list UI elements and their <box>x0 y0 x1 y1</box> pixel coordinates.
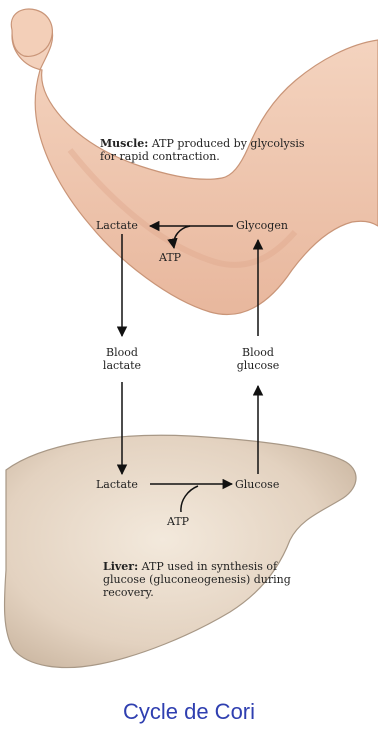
muscle-lactate-label: Lactate <box>96 219 138 232</box>
liver-atp-label: ATP <box>167 515 189 528</box>
liver-glucose-label: Glucose <box>235 478 279 491</box>
liver-caption-bold: Liver: <box>103 560 138 573</box>
liver-shape <box>4 435 356 667</box>
liver-illustration <box>4 435 356 667</box>
blood-glucose-line1: Blood <box>228 346 288 359</box>
blood-glucose-label: Blood glucose <box>228 346 288 372</box>
muscle-atp-label: ATP <box>159 251 181 264</box>
forearm-and-upper-arm <box>12 15 378 314</box>
blood-lactate-line2: lactate <box>92 359 152 372</box>
diagram-caption: Cycle de Cori <box>0 699 378 725</box>
muscle-caption: Muscle: ATP produced by glycolysis for r… <box>100 137 315 163</box>
blood-glucose-line2: glucose <box>228 359 288 372</box>
liver-lactate-label: Lactate <box>96 478 138 491</box>
blood-lactate-label: Blood lactate <box>92 346 152 372</box>
liver-caption: Liver: ATP used in synthesis of glucose … <box>103 560 318 599</box>
blood-lactate-line1: Blood <box>92 346 152 359</box>
muscle-caption-bold: Muscle: <box>100 137 148 150</box>
glycogen-label: Glycogen <box>236 219 288 232</box>
